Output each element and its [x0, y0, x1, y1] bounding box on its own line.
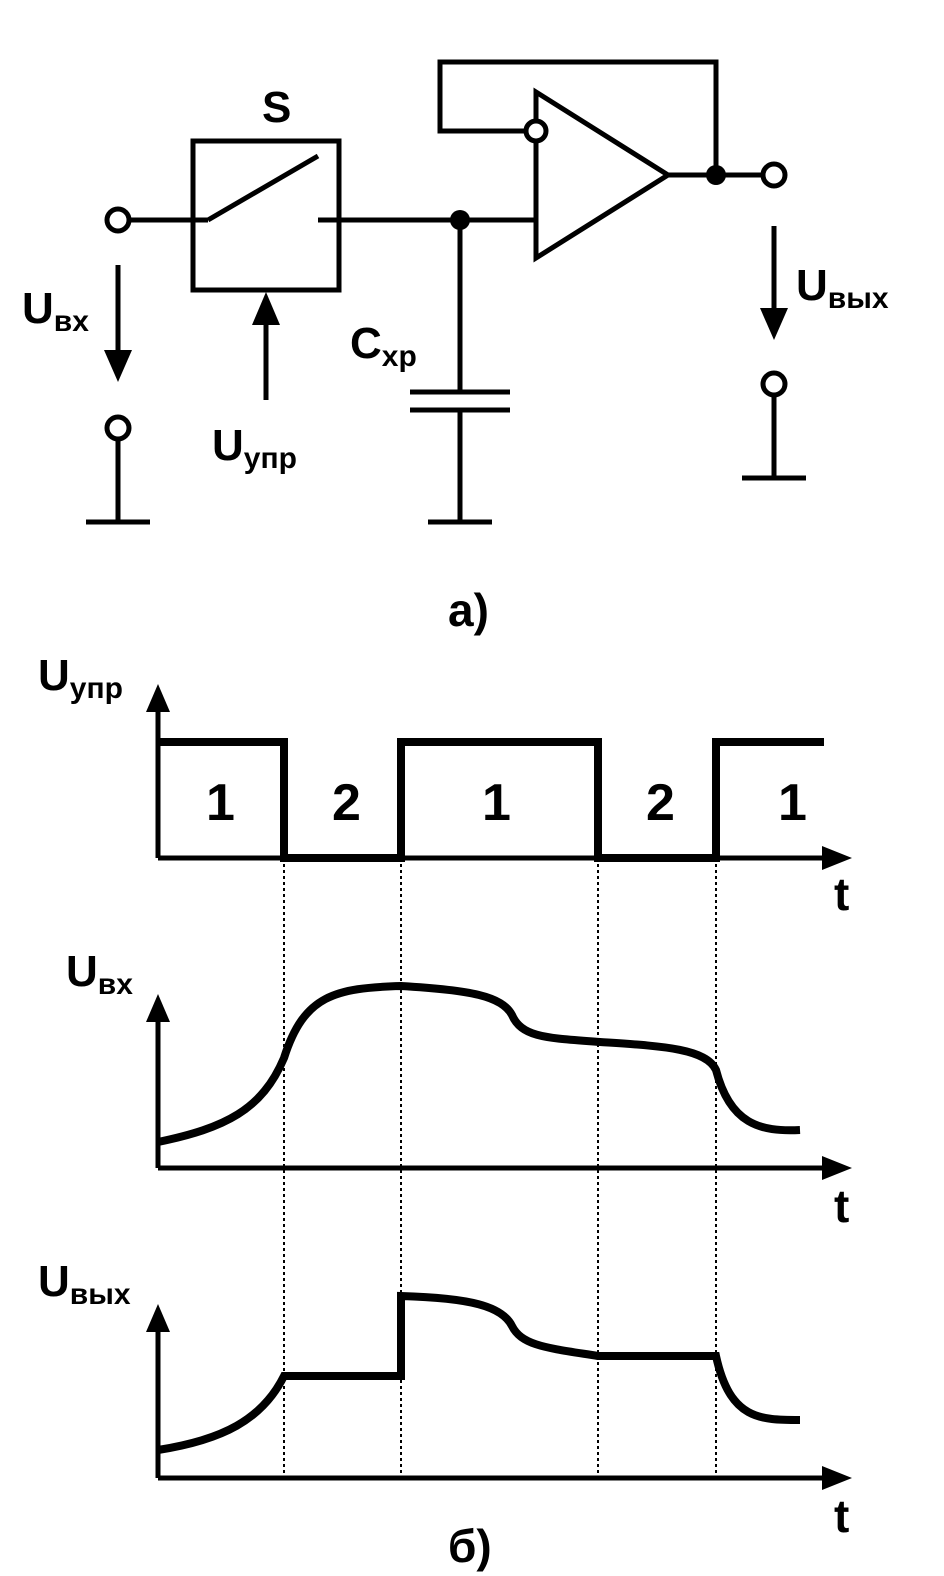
schematic-caption: а): [448, 584, 489, 636]
phase-label: 1: [778, 774, 807, 832]
output-plot: Uвых t: [38, 1257, 852, 1542]
control-label: Uупр: [212, 421, 297, 475]
input-axis-label: Uвх: [66, 947, 133, 1001]
control-plot: Uупр t 1 2 1 2 1: [38, 651, 852, 920]
input-plot: Uвх t: [66, 947, 852, 1232]
input-terminal-bottom: [104, 414, 132, 442]
switch-box: [190, 138, 342, 293]
input-label: Uвх: [22, 284, 89, 338]
input-terminal-top: [104, 206, 132, 234]
input-time-label: t: [834, 1180, 849, 1232]
inverting-input-bubble: [523, 118, 549, 144]
input-waveform: [157, 981, 801, 1146]
timing-diagram: Uупр t 1 2 1 2 1 Uвх t Uвых t: [38, 651, 852, 1572]
control-waveform: [158, 738, 824, 862]
input-voltage-arrow: [104, 350, 132, 382]
switch-label: S: [262, 83, 291, 132]
output-waveform: [157, 1291, 801, 1454]
output-axis-label: Uвых: [38, 1257, 131, 1311]
control-time-label: t: [834, 868, 849, 920]
output-label: Uвых: [796, 261, 889, 315]
control-axis-label: Uупр: [38, 651, 123, 705]
output-terminal-top: [760, 161, 788, 189]
switch-contact: [206, 153, 320, 223]
phase-label: 1: [482, 774, 511, 832]
phase-label: 1: [206, 774, 235, 832]
capacitor-label: Cхр: [350, 319, 417, 373]
output-node: [706, 165, 726, 185]
op-amp: [533, 87, 673, 263]
phase-label: 2: [646, 774, 675, 832]
control-arrow: [252, 292, 280, 325]
phase-label: 2: [332, 774, 361, 832]
output-time-label: t: [834, 1490, 849, 1542]
schematic: S Uупр Cхр Uвх Uвых: [22, 59, 889, 636]
output-terminal-bottom: [760, 370, 788, 398]
timing-caption: б): [448, 1520, 492, 1572]
output-voltage-arrow: [760, 308, 788, 340]
